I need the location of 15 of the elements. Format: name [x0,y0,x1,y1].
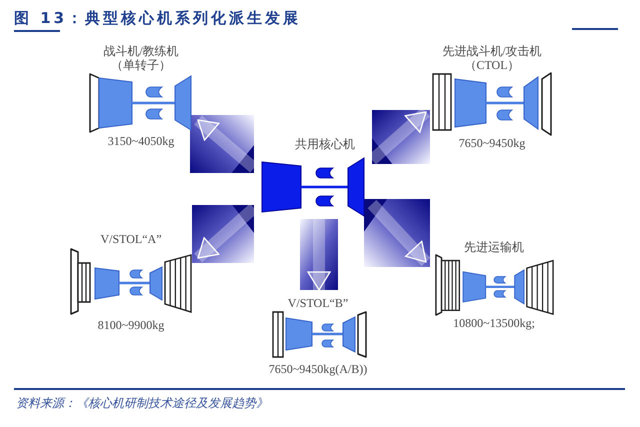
engine-label: 先进战斗机/攻击机 [442,44,542,58]
weight-label: 7650~9450kg(A/B)) [268,362,368,376]
engine-type-label: （CTOL） [464,58,520,72]
engine-label: V/STOL“A” [100,232,162,246]
figure-title: 图 13：典型核心机系列化派生发展 [14,8,302,28]
engine-label: 战斗机/教练机 [103,44,179,58]
engine-label: 先进运输机 [464,240,524,254]
weight-label: 8100~9900kg [98,318,164,332]
weight-label: 10800~13500kg; [453,316,535,330]
core-label: 共用核心机 [295,136,355,152]
weight-label: 3150~4050kg [108,134,174,148]
engine-label: V/STOL“B” [288,296,348,310]
source-note: 资料来源：《核心机研制技术途径及发展趋势》 [16,395,268,411]
engine-type-label: （单转子） [111,58,171,72]
weight-label: 7650~9450kg [458,136,526,150]
